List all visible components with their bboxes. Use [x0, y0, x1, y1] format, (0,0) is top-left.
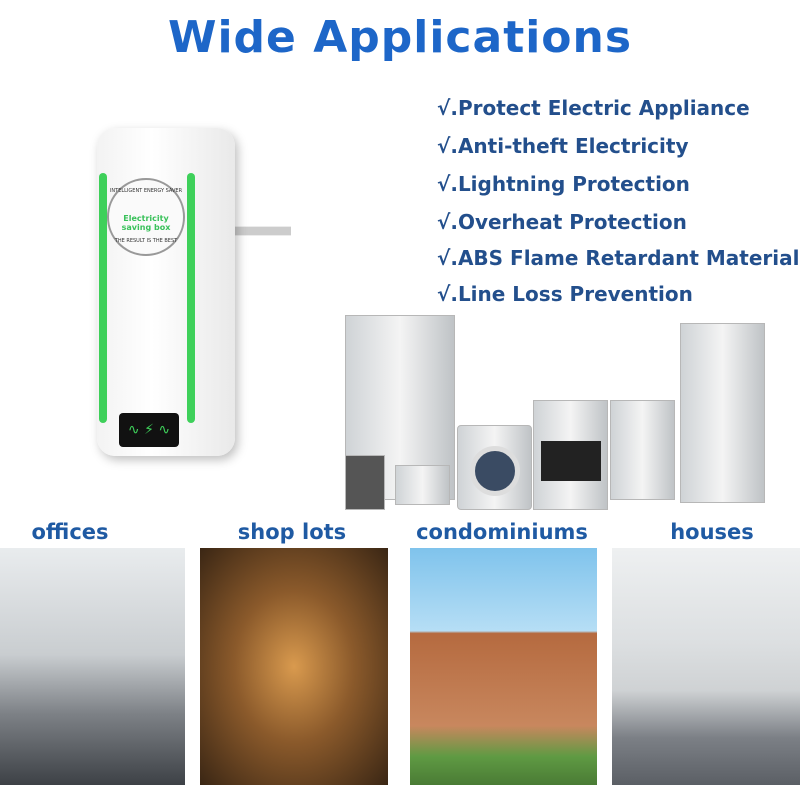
shop-lots-photo: [200, 548, 388, 785]
green-light-strip: [187, 173, 195, 423]
dishwasher-icon: [610, 400, 675, 500]
application-label-condominiums: condominiums: [416, 520, 588, 544]
device-label: Electricity saving box: [121, 214, 171, 232]
feature-item: √.Anti-theft Electricity: [437, 134, 689, 158]
oven-icon: [533, 400, 608, 510]
ring-bottom-text: THE RESULT IS THE BEST: [114, 238, 178, 244]
feature-item: √.ABS Flame Retardant Material: [437, 246, 800, 270]
application-label-offices: offices: [31, 520, 109, 544]
green-light-strip: [99, 173, 107, 423]
application-label-houses: houses: [670, 520, 754, 544]
fridge-icon: [680, 323, 765, 503]
application-label-shop-lots: shop lots: [237, 520, 347, 544]
feature-item: √.Line Loss Prevention: [437, 282, 693, 306]
page-title: Wide Applications: [167, 12, 633, 63]
coffee-maker-icon: [345, 455, 385, 510]
washing-machine-icon: [457, 425, 532, 510]
offices-photo: [0, 548, 185, 785]
energy-saver-device: INTELLIGENT ENERGY SAVER Electricity sav…: [97, 128, 235, 456]
feature-item: √.Overheat Protection: [437, 210, 687, 234]
microwave-icon: [395, 465, 450, 505]
condominiums-photo: [410, 548, 597, 785]
ring-top-text: INTELLIGENT ENERGY SAVER: [109, 188, 183, 194]
feature-item: √.Protect Electric Appliance: [437, 96, 750, 120]
houses-photo: [612, 548, 800, 785]
device-label-dial: INTELLIGENT ENERGY SAVER Electricity sav…: [107, 178, 185, 256]
feature-list: √.Protect Electric Appliance √.Anti-thef…: [437, 94, 799, 318]
appliances-image: [345, 315, 770, 510]
lightning-indicator-icon: ∿ ⚡ ∿: [119, 413, 179, 447]
feature-item: √.Lightning Protection: [437, 172, 690, 196]
plug-prongs: [235, 226, 291, 236]
